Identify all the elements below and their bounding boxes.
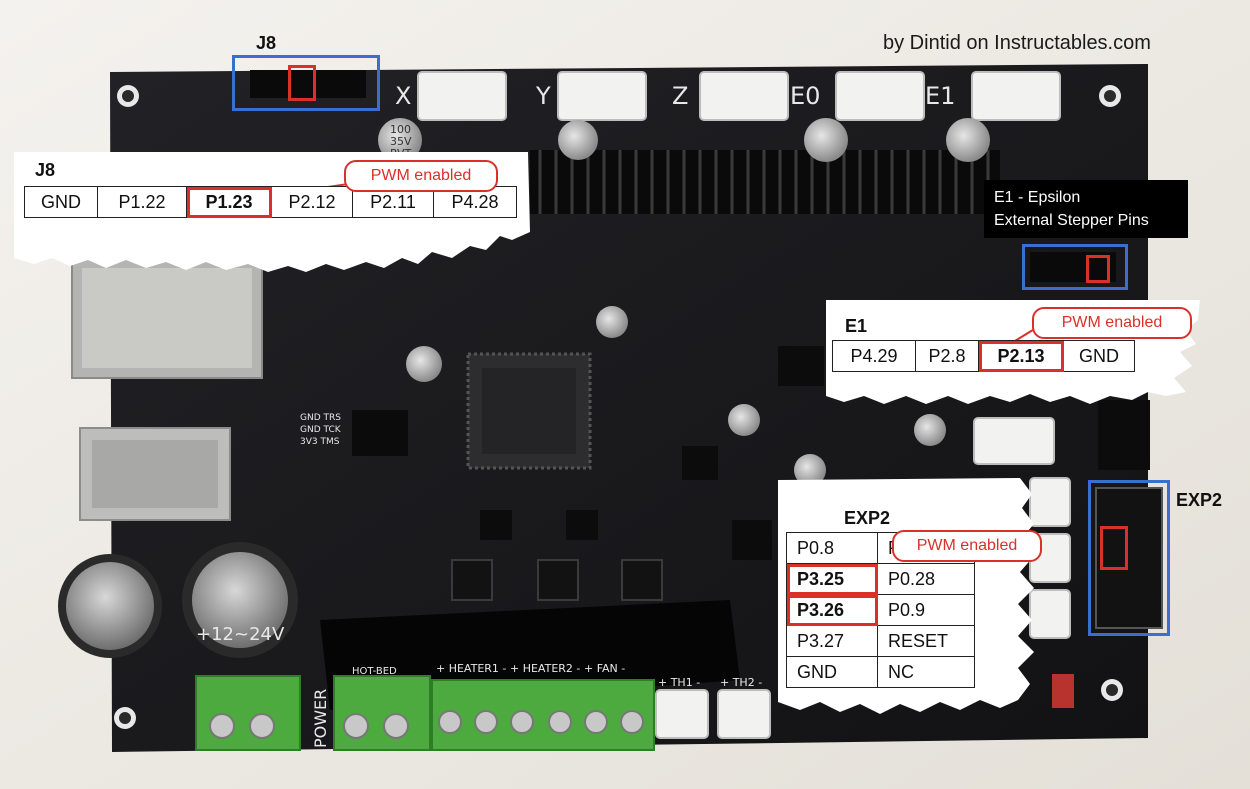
table-row: P3.25 P0.28 — [786, 563, 975, 595]
e1-pin-highlight — [1086, 255, 1110, 283]
bulk-capacitors — [58, 542, 298, 658]
exp2-cell: NC — [877, 656, 975, 688]
j8-pin-3: P1.23 — [186, 186, 272, 218]
j8-pin-4: P2.12 — [271, 186, 353, 218]
top-capacitors — [378, 118, 990, 486]
e1-pin-2: P2.8 — [915, 340, 979, 372]
motor-connectors — [417, 71, 1071, 739]
voltage-label: +12~24V — [196, 624, 285, 645]
axis-e0-label: E0 — [790, 82, 820, 110]
table-row: P3.27 RESET — [786, 625, 975, 657]
axis-e1-label: E1 — [925, 82, 955, 110]
jtag-header — [352, 410, 408, 456]
th2-label: + TH2 - — [720, 676, 762, 689]
j8-header — [250, 70, 366, 98]
svg-text:100: 100 — [390, 123, 411, 136]
hot-bed-label: HOT-BED — [352, 666, 397, 677]
terminal-screws — [209, 710, 644, 739]
exp2-cell: P3.25 — [786, 563, 878, 595]
e1-pin-table: P4.29 P2.8 P2.13 GND — [832, 340, 1135, 372]
exp2-cell: P0.28 — [877, 563, 975, 595]
e1-header-caption: E1 - Epsilon External Stepper Pins — [984, 180, 1188, 238]
heater2-label: + HEATER2 - — [510, 662, 580, 675]
exp2-cell: GND — [786, 656, 878, 688]
e1-header-line2: External Stepper Pins — [994, 212, 1149, 229]
j8-table-label: J8 — [35, 160, 56, 180]
table-row: GND NC — [786, 656, 975, 688]
table-row: P3.26 P0.9 — [786, 594, 975, 626]
terminal-blocks — [195, 675, 655, 751]
j8-pin-2: P1.22 — [97, 186, 187, 218]
e1-header-line1: E1 - Epsilon — [994, 189, 1081, 206]
exp2-header — [1095, 487, 1163, 629]
svg-text:GND TCK: GND TCK — [300, 425, 342, 435]
e1-pin-3: P2.13 — [978, 340, 1064, 372]
j8-pin-1: GND — [24, 186, 98, 218]
svg-text:35V: 35V — [390, 135, 412, 148]
fan-label: + FAN - — [584, 662, 625, 675]
reset-button — [1052, 674, 1074, 708]
axis-x-label: X — [395, 82, 411, 110]
svg-text:GND TRS: GND TRS — [300, 413, 341, 423]
power-label: POWER — [311, 689, 330, 748]
e1-pin-4: GND — [1063, 340, 1135, 372]
ic-chips — [480, 346, 1150, 560]
j8-highlight-box — [232, 55, 380, 111]
exp2-cell: P3.27 — [786, 625, 878, 657]
e1-table-label: E1 — [845, 316, 868, 336]
heater1-label: + HEATER1 - — [436, 662, 506, 675]
exp2-cell: P3.26 — [786, 594, 878, 626]
mosfets — [451, 559, 663, 601]
e1-pwm-note: PWM enabled — [1032, 307, 1192, 339]
j8-top-label: J8 — [256, 33, 277, 53]
e1-highlight-box — [1022, 244, 1128, 290]
axis-y-label: Y — [535, 82, 551, 110]
mounting-holes — [114, 85, 1123, 729]
svg-text:3V3 TMS: 3V3 TMS — [300, 437, 340, 447]
j8-pin-highlight — [288, 65, 316, 101]
e1-pin-1: P4.29 — [832, 340, 916, 372]
j8-pwm-note: PWM enabled — [344, 160, 498, 192]
axis-z-label: Z — [672, 82, 688, 110]
credit-text: by Dintid on Instructables.com — [883, 32, 1151, 54]
th1-label: + TH1 - — [658, 676, 700, 689]
exp2-pwm-note: PWM enabled — [892, 530, 1042, 562]
exp2-cell: RESET — [877, 625, 975, 657]
exp2-cell: P0.9 — [877, 594, 975, 626]
exp2-highlight-box — [1088, 480, 1170, 636]
exp2-cell: P0.8 — [786, 532, 878, 564]
exp2-table-label: EXP2 — [844, 508, 891, 528]
exp2-pin-highlight — [1100, 526, 1128, 570]
exp2-side-label: EXP2 — [1176, 490, 1223, 510]
